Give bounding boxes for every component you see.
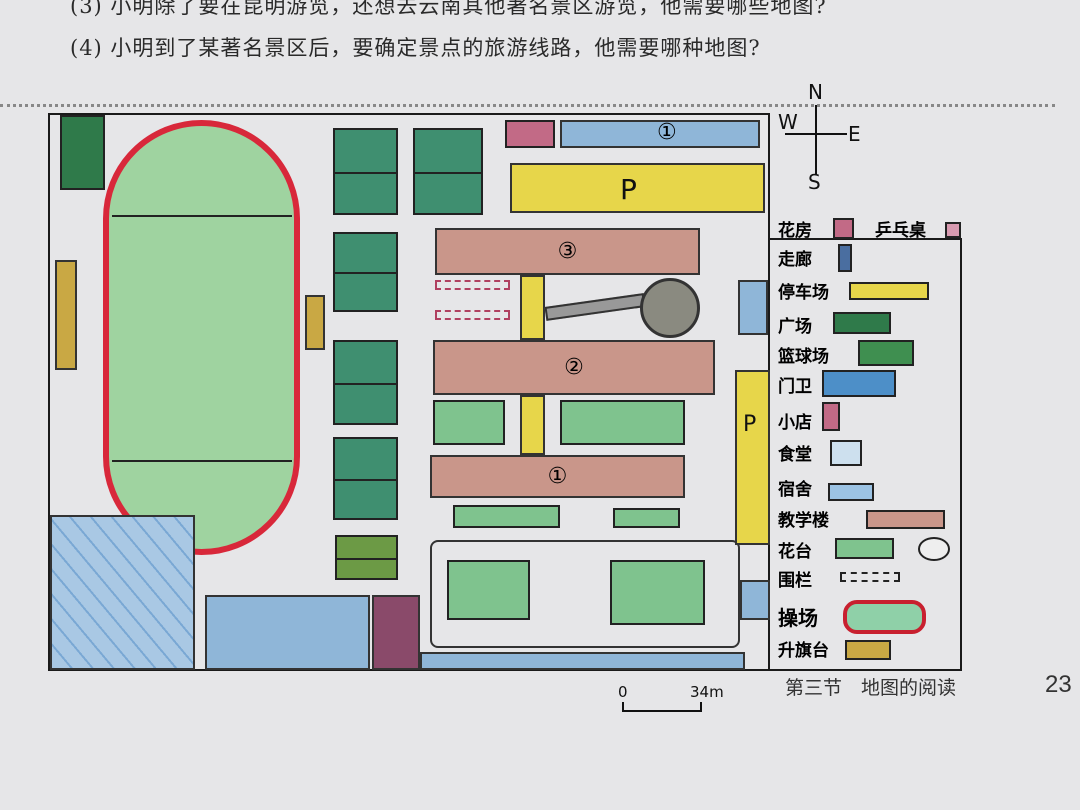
- legend-swatch: [835, 538, 894, 559]
- legend-swatch: [822, 402, 840, 431]
- legend-swatch: [866, 510, 945, 529]
- basketball-court: [333, 128, 398, 215]
- flower-bed: [60, 115, 105, 190]
- compass-north: N: [808, 80, 823, 104]
- scale-zero: 0: [618, 683, 628, 701]
- shop: [372, 595, 420, 670]
- flag-platform: [305, 295, 325, 350]
- legend-swatch: [945, 222, 961, 238]
- legend-swatch: [833, 218, 854, 239]
- legend-swatch: [822, 370, 896, 397]
- legend-swatch: [849, 282, 929, 300]
- gate-number: ①: [657, 120, 677, 145]
- gate-house: [738, 280, 768, 335]
- question-3: (3) 小明除了要在昆明游览，还想去云南其他著名景区游览，他需要哪些地图?: [70, 0, 827, 18]
- legend-label: 门卫: [778, 377, 812, 397]
- basketball-court: [333, 232, 398, 312]
- legend-label: 食堂: [778, 445, 812, 465]
- compass-arrow: [785, 133, 847, 135]
- scale-bar: [622, 702, 702, 712]
- field-line: [112, 460, 292, 462]
- compass-south: S: [808, 170, 821, 194]
- fence: [435, 310, 510, 320]
- flower-bed: [453, 505, 560, 528]
- flower-bed: [433, 400, 505, 445]
- dormitory: [50, 515, 195, 670]
- legend-label: 宿舍: [778, 480, 812, 500]
- legend-swatch: [840, 572, 900, 582]
- gate-house: [740, 580, 770, 620]
- legend-swatch: [918, 537, 950, 561]
- gate-house: ①: [560, 120, 760, 148]
- legend-label: 升旗台: [778, 641, 829, 661]
- legend-swatch: [858, 340, 914, 366]
- page-number: 23: [1045, 671, 1072, 698]
- plaza-lawn: [610, 560, 705, 625]
- plaza-lawn: [447, 560, 530, 620]
- legend-label: 操场: [778, 606, 818, 630]
- parking-label: P: [743, 412, 757, 437]
- section-title: 第三节 地图的阅读: [785, 677, 957, 699]
- teaching-building-2: ②: [433, 340, 715, 395]
- compass-icon: [815, 105, 817, 175]
- dotted-divider: [0, 104, 1055, 107]
- legend-label: 花台: [778, 542, 812, 562]
- legend-label: 走廊: [778, 250, 812, 270]
- legend-label: 花房: [778, 221, 812, 241]
- playground-track: [103, 120, 300, 555]
- teaching-building-1: ①: [430, 455, 685, 498]
- canteen: [420, 652, 745, 670]
- legend-label: 停车场: [778, 283, 829, 303]
- corridor: [520, 275, 545, 340]
- parking-lot: P: [735, 370, 770, 545]
- legend-swatch: [833, 312, 891, 334]
- field-line: [112, 215, 292, 217]
- legend-label: 教学楼: [778, 511, 829, 531]
- basketball-court: [333, 340, 398, 425]
- dormitory: [205, 595, 370, 670]
- round-flower-bed: [640, 278, 700, 338]
- flower-bed: [560, 400, 685, 445]
- legend-label: 广场: [778, 317, 812, 337]
- legend-label: 乒乓桌: [875, 221, 926, 241]
- compass-east: E: [848, 122, 861, 146]
- parking-label: P: [620, 173, 637, 206]
- question-4: (4) 小明到了某著名景区后，要确定景点的旅游线路，他需要哪种地图?: [70, 36, 761, 60]
- legend-swatch: [845, 640, 891, 660]
- legend-label: 围栏: [778, 571, 812, 591]
- legend-swatch: [830, 440, 862, 466]
- legend-box: [770, 238, 962, 671]
- fence: [435, 280, 510, 290]
- legend-swatch: [838, 244, 852, 272]
- corridor: [520, 395, 545, 455]
- flower-bed: [613, 508, 680, 528]
- legend-swatch: [828, 483, 874, 501]
- basketball-court: [333, 437, 398, 520]
- legend-label: 小店: [778, 413, 812, 433]
- legend-label: 篮球场: [778, 347, 829, 367]
- legend-swatch: [843, 600, 926, 634]
- parking-lot: P: [510, 163, 765, 213]
- scale-value: 34m: [690, 683, 724, 701]
- flag-platform: [55, 260, 77, 370]
- compass-west: W: [778, 110, 798, 134]
- teaching-building-3: ③: [435, 228, 700, 275]
- plaza: [430, 540, 740, 648]
- basketball-court: [413, 128, 483, 215]
- basketball-court: [335, 535, 398, 580]
- flower-house: [505, 120, 555, 148]
